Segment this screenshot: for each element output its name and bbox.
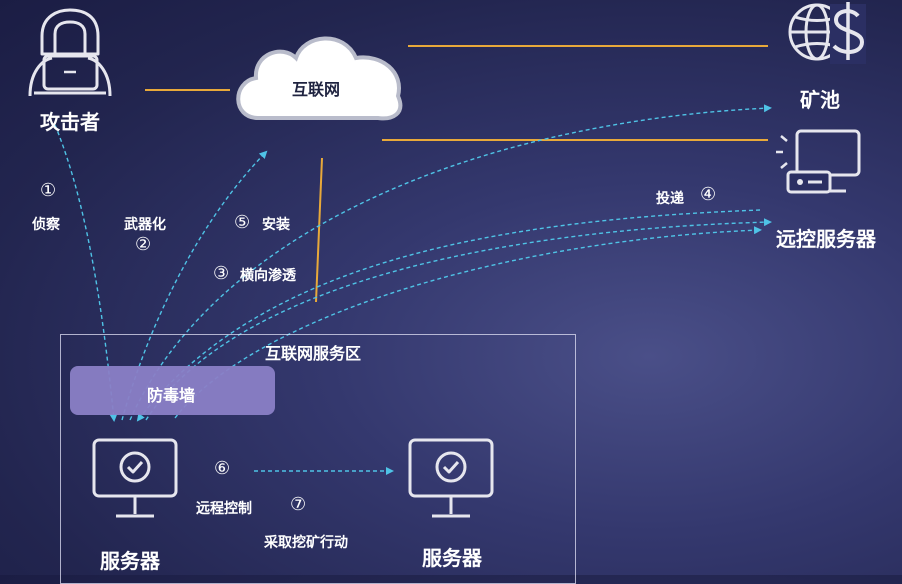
remote-server-label: 远控服务器 (776, 227, 876, 251)
hacker-icon (28, 8, 112, 97)
step4-label: 投递 (656, 191, 684, 207)
step3-label: 横向渗透 (240, 268, 296, 284)
flow-install-to-internet (121, 150, 268, 421)
step6-number: ⑥ (214, 458, 231, 479)
zone-title: 互联网服务区 (265, 344, 362, 363)
step1-number: ① (40, 180, 57, 201)
step7-label: 采取挖矿行动 (264, 535, 348, 551)
step1-label: 侦察 (32, 217, 60, 233)
step2-label: 武器化 (124, 217, 166, 233)
step6-label: 远程控制 (196, 501, 252, 517)
firewall-box (70, 366, 275, 415)
internet-label: 互联网 (292, 80, 341, 99)
remote-server-icon (776, 129, 861, 194)
server-right-icon (408, 438, 494, 518)
step5-number: ⑤ (234, 212, 251, 233)
cloud-icon (236, 36, 403, 121)
step5-label: 安装 (262, 217, 290, 233)
mining-pool-label: 矿池 (800, 88, 840, 112)
server-left-label: 服务器 (100, 549, 160, 573)
flow-lateral-to-remote (145, 218, 772, 421)
step2-number: ② (135, 234, 152, 255)
server-left-icon (92, 438, 178, 518)
step3-number: ③ (213, 263, 230, 284)
flow-delivery (136, 209, 761, 422)
step4-number: ④ (700, 184, 717, 205)
attacker-label: 攻击者 (40, 110, 100, 134)
orange-line-vertical (315, 157, 323, 303)
firewall-label: 防毒墙 (147, 386, 196, 405)
step7-number: ⑦ (290, 494, 307, 515)
server-right-label: 服务器 (422, 546, 482, 570)
flow-recon (54, 124, 118, 422)
globe-dollar-icon (788, 2, 866, 64)
flow-to-mining-pool (129, 104, 772, 421)
